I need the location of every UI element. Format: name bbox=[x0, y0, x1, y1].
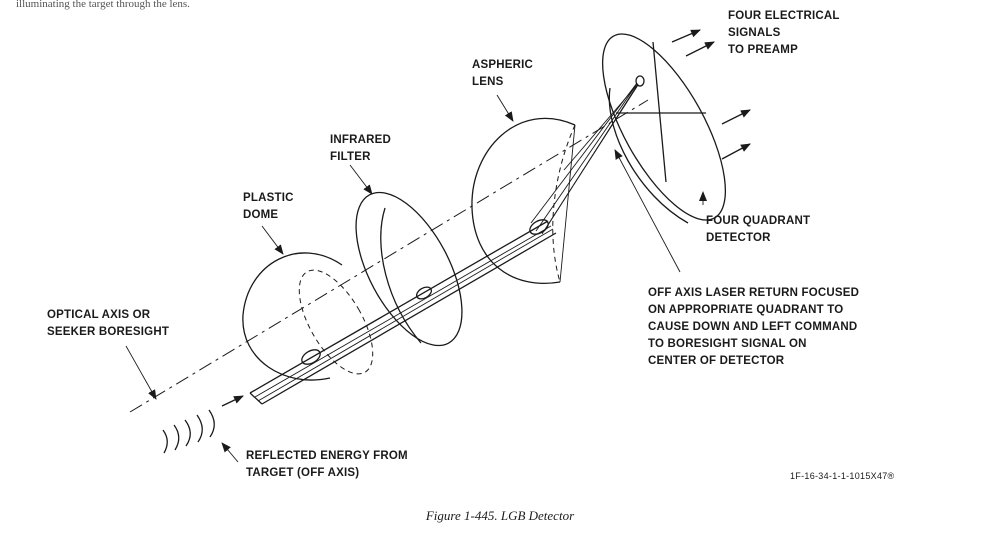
signal-arrow-1 bbox=[671, 29, 701, 43]
beam-tube bbox=[249, 219, 557, 405]
signal-arrow-3 bbox=[721, 109, 751, 125]
svg-text:TO BORESIGHT SIGNAL ON: TO BORESIGHT SIGNAL ON bbox=[648, 338, 807, 350]
svg-text:DETECTOR: DETECTOR bbox=[706, 232, 771, 244]
infrared-filter bbox=[355, 191, 463, 347]
svg-text:ON APPROPRIATE QUADRANT TO: ON APPROPRIATE QUADRANT TO bbox=[648, 304, 843, 316]
four-quadrant-detector bbox=[601, 33, 727, 224]
svg-text:REFLECTED ENERGY FROM: REFLECTED ENERGY FROM bbox=[246, 450, 408, 462]
signal-arrow-4 bbox=[721, 143, 751, 160]
svg-text:SEEKER BORESIGHT: SEEKER BORESIGHT bbox=[47, 326, 169, 338]
svg-text:INFRARED: INFRARED bbox=[330, 134, 391, 146]
plastic-dome bbox=[242, 252, 374, 381]
filter-leader bbox=[349, 164, 373, 195]
focused-rays bbox=[530, 82, 639, 235]
svg-text:PLASTIC: PLASTIC bbox=[243, 192, 294, 204]
dome-leader bbox=[261, 225, 284, 255]
svg-text:FOUR QUADRANT: FOUR QUADRANT bbox=[706, 215, 810, 227]
laser-return-leader bbox=[614, 149, 681, 273]
label-reflected-energy: REFLECTED ENERGY FROM TARGET (OFF AXIS) bbox=[246, 450, 408, 479]
label-plastic-dome: PLASTIC DOME bbox=[243, 192, 294, 221]
svg-text:DOME: DOME bbox=[243, 209, 278, 221]
figure-caption: Figure 1-445. LGB Detector bbox=[425, 508, 575, 523]
label-optical-axis: OPTICAL AXIS OR SEEKER BORESIGHT bbox=[47, 309, 169, 338]
figure-reference-code: 1F-16-34-1-1-1015X47® bbox=[790, 471, 895, 481]
aspheric-lens bbox=[471, 117, 576, 284]
energy-leader bbox=[221, 442, 239, 463]
svg-text:FILTER: FILTER bbox=[330, 151, 371, 163]
svg-text:CENTER OF DETECTOR: CENTER OF DETECTOR bbox=[648, 355, 785, 367]
optical-axis-line bbox=[129, 99, 649, 413]
lens-leader bbox=[496, 94, 514, 122]
svg-text:TARGET (OFF AXIS): TARGET (OFF AXIS) bbox=[246, 467, 359, 479]
label-signals: FOUR ELECTRICAL SIGNALS TO PREAMP bbox=[728, 10, 840, 56]
svg-text:OFF AXIS LASER RETURN FOCUSED: OFF AXIS LASER RETURN FOCUSED bbox=[648, 287, 859, 299]
energy-arrow bbox=[221, 395, 244, 407]
svg-text:SIGNALS: SIGNALS bbox=[728, 27, 781, 39]
reflected-energy-waves bbox=[162, 409, 215, 454]
cropped-top-text: illuminating the target through the lens… bbox=[16, 0, 190, 10]
axis-leader bbox=[125, 345, 157, 400]
label-laser-return: OFF AXIS LASER RETURN FOCUSED ON APPROPR… bbox=[648, 287, 859, 367]
signal-arrow-2 bbox=[685, 41, 715, 57]
svg-text:TO PREAMP: TO PREAMP bbox=[728, 44, 798, 56]
label-infrared-filter: INFRARED FILTER bbox=[330, 134, 391, 163]
label-aspheric-lens: ASPHERIC LENS bbox=[472, 59, 533, 88]
svg-text:CAUSE DOWN AND LEFT COMMAND: CAUSE DOWN AND LEFT COMMAND bbox=[648, 321, 857, 333]
svg-text:LENS: LENS bbox=[472, 76, 504, 88]
svg-text:FOUR ELECTRICAL: FOUR ELECTRICAL bbox=[728, 10, 840, 22]
label-four-quadrant-detector: FOUR QUADRANT DETECTOR bbox=[706, 215, 810, 244]
focus-spot bbox=[635, 75, 645, 87]
svg-text:OPTICAL AXIS OR: OPTICAL AXIS OR bbox=[47, 309, 151, 321]
svg-text:ASPHERIC: ASPHERIC bbox=[472, 59, 533, 71]
